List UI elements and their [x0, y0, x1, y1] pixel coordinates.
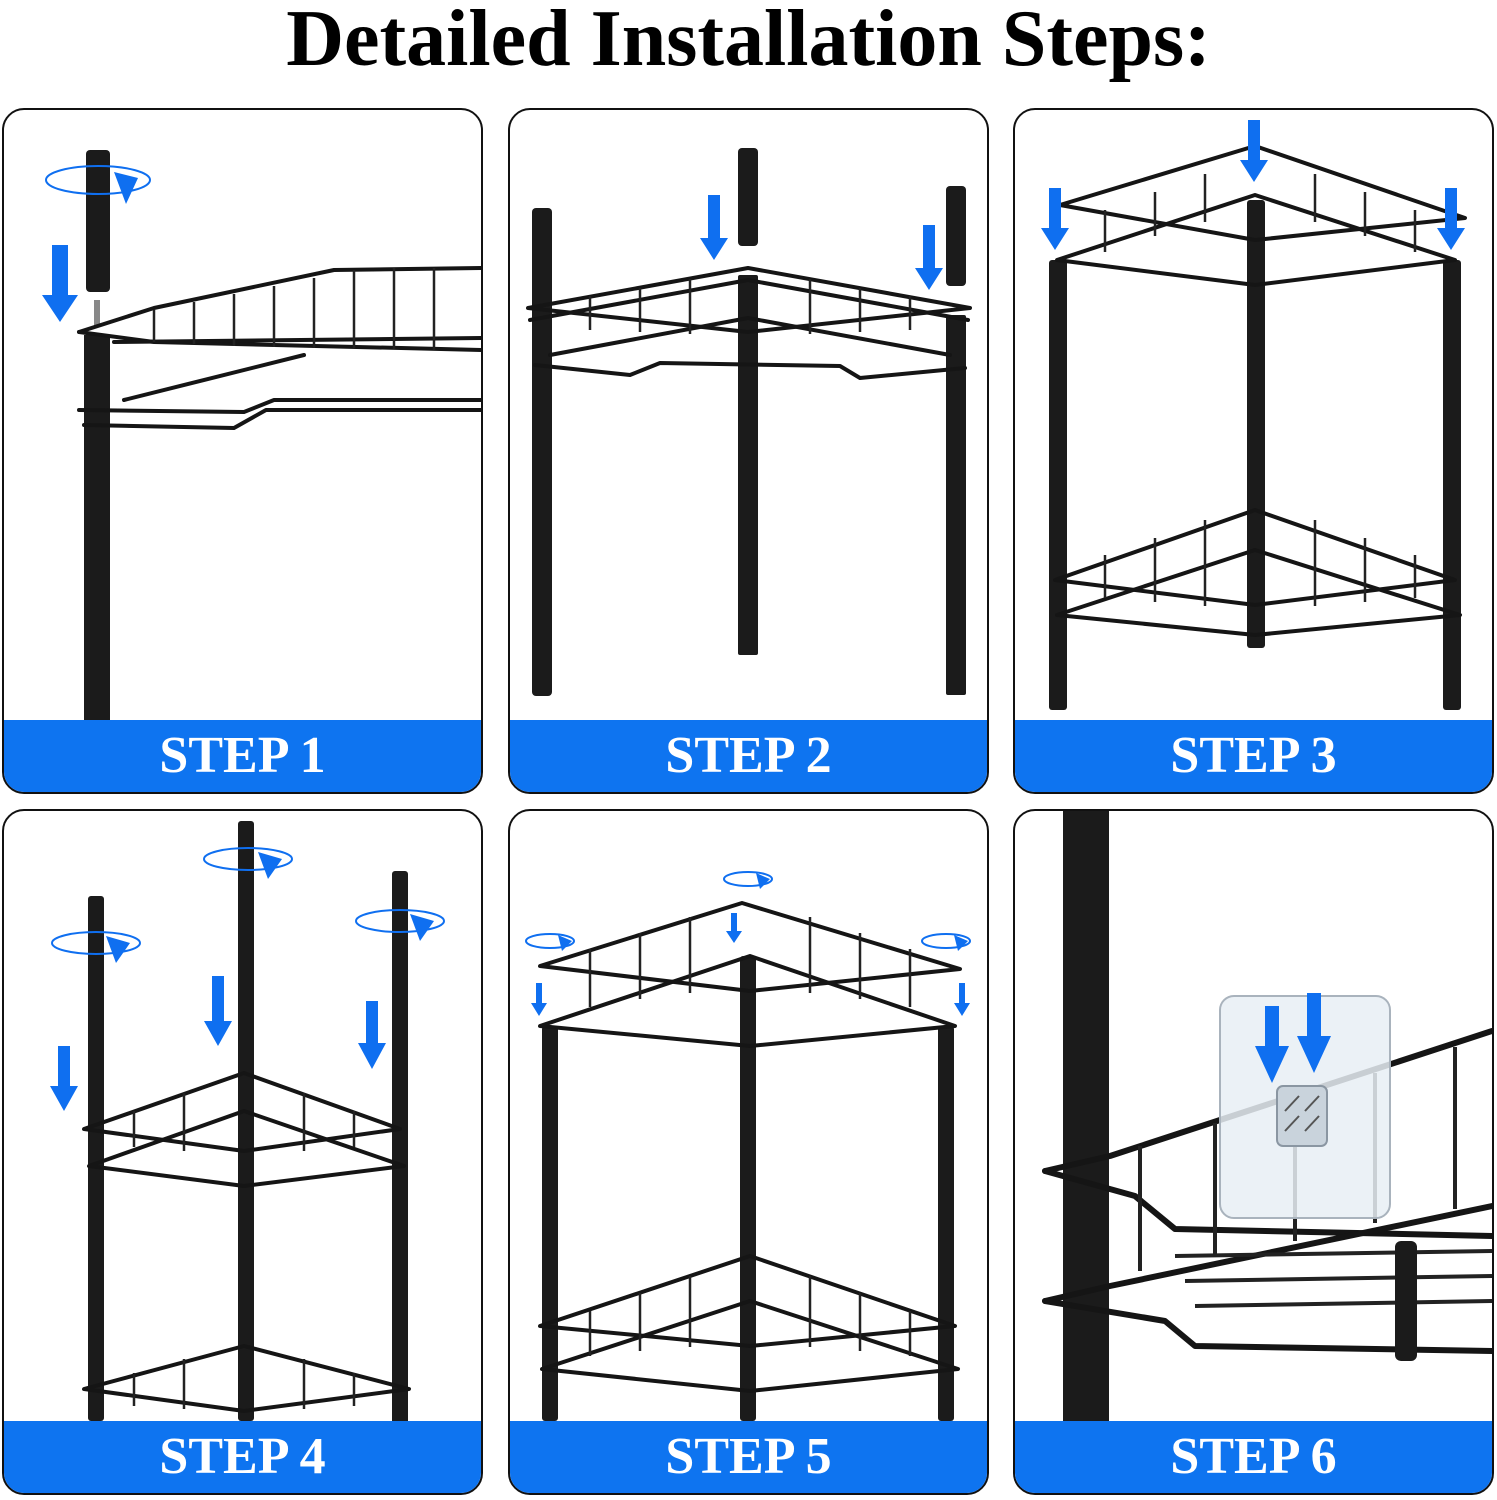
pole-right [392, 871, 408, 1421]
down-arrow-icon [1437, 188, 1465, 250]
pole-left [1049, 260, 1067, 710]
rotate-arrow-icon [51, 931, 141, 963]
pole-left [88, 896, 104, 1421]
rotate-arrow-icon [921, 933, 971, 951]
step-card-3: STEP 3 [1013, 108, 1494, 794]
step-card-1: STEP 1 [2, 108, 483, 794]
step-card-2: STEP 2 [508, 108, 989, 794]
pole-left [542, 1026, 558, 1421]
down-arrow-icon [1041, 188, 1069, 250]
step-6-illustration [1042, 811, 1492, 1421]
pole-segment-right [946, 186, 966, 286]
page-title: Detailed Installation Steps: [286, 0, 1211, 83]
down-arrow-icon [1255, 1006, 1289, 1083]
pole-left [532, 208, 552, 696]
pole [1063, 811, 1109, 1421]
step-card-4: STEP 4 [2, 809, 483, 1495]
down-arrow-icon [954, 983, 970, 1016]
pole-center [738, 275, 758, 655]
pole [84, 335, 110, 720]
step-2-illustration [526, 148, 972, 696]
down-arrow-icon [726, 913, 742, 943]
pole-segment [86, 150, 110, 292]
down-arrow-icon [700, 195, 728, 260]
pole-right [946, 315, 966, 695]
rotate-arrow-icon [525, 933, 575, 951]
step-5-label: STEP 5 [510, 1421, 987, 1493]
pole-center [1247, 200, 1265, 648]
step-card-6: STEP 6 [1013, 809, 1494, 1495]
step-1-illustration [42, 150, 481, 720]
rotate-arrow-icon [45, 165, 151, 204]
step-3-illustration [1041, 120, 1467, 710]
step-5-illustration [525, 871, 971, 1421]
rotate-arrow-icon [203, 847, 293, 879]
step-3-label: STEP 3 [1015, 720, 1492, 792]
down-arrow-icon [358, 1001, 386, 1069]
down-arrow-icon [915, 225, 943, 290]
down-arrow-icon [1297, 993, 1331, 1073]
down-arrow-icon [531, 983, 547, 1016]
pole-segment-center [738, 148, 758, 246]
adhesive-hook-icon [1219, 995, 1391, 1219]
step-card-5: STEP 5 [508, 809, 989, 1495]
step-2-label: STEP 2 [510, 720, 987, 792]
pole-center [238, 821, 254, 1421]
rack-hook [1395, 1241, 1417, 1361]
down-arrow-icon [1240, 120, 1268, 182]
down-arrow-icon [50, 1046, 78, 1111]
pole-right [1443, 260, 1461, 710]
rotate-arrow-icon [723, 871, 773, 889]
step-6-label: STEP 6 [1015, 1421, 1492, 1493]
pole-center [740, 956, 756, 1421]
step-4-label: STEP 4 [4, 1421, 481, 1493]
down-arrow-icon [204, 976, 232, 1046]
step-4-illustration [50, 821, 445, 1421]
down-arrow-icon [42, 245, 78, 322]
screw-stud [94, 300, 100, 326]
step-1-label: STEP 1 [4, 720, 481, 792]
rotate-arrow-icon [355, 909, 445, 941]
